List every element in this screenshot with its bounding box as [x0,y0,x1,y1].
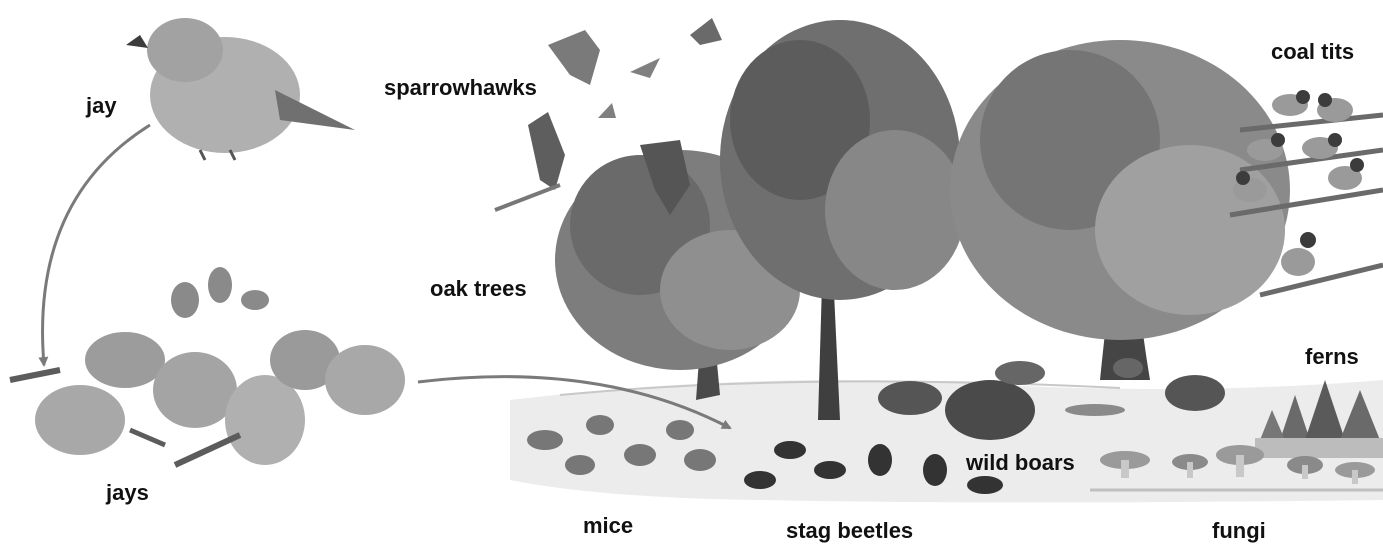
label-wild-boars: wild boars [966,452,1075,474]
oak-tree-right [950,40,1290,380]
arrow-jay-to-jays [43,125,150,365]
oak-tree-center [720,20,965,420]
label-ferns: ferns [1305,346,1359,368]
label-sparrowhawks: sparrowhawks [384,77,537,99]
label-fungi: fungi [1212,520,1266,542]
label-mice: mice [583,515,633,537]
label-stag-beetles: stag beetles [786,520,913,542]
label-coal-tits: coal tits [1271,41,1354,63]
jay-single [126,18,355,160]
ground [510,380,1383,503]
jays-flock [10,267,405,465]
label-oak-trees: oak trees [430,278,527,300]
label-jay: jay [86,95,117,117]
label-jays: jays [106,482,149,504]
